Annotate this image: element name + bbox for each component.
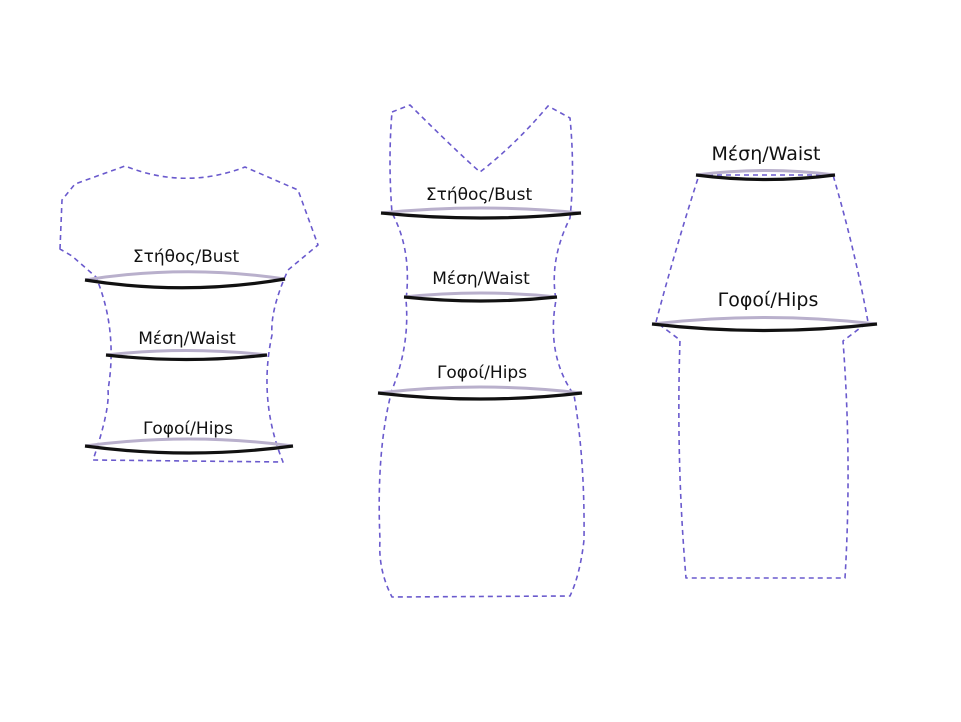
dress-hips-ring-front — [377, 391, 583, 401]
dress-waist-ring-back — [403, 291, 558, 299]
top-bust-ring-back — [84, 270, 286, 282]
skirt-hips-ring-front — [651, 322, 878, 333]
skirt-hips-label: Γοφοί/Hips — [718, 289, 819, 311]
dress-figure: Στήθος/Bust Μέση/Waist Γοφοί/Hips — [377, 104, 585, 598]
top-bust-ring-front — [84, 277, 286, 290]
dress-waist-ring-front — [403, 295, 558, 303]
dress-waist-label: Μέση/Waist — [432, 269, 530, 289]
top-waist-ring-back — [105, 349, 268, 357]
top-figure: Στήθος/Bust Μέση/Waist Γοφοί/Hips — [59, 165, 319, 463]
top-hips-label: Γοφοί/Hips — [143, 419, 233, 439]
top-bust-label: Στήθος/Bust — [133, 247, 240, 267]
dress-outline — [378, 104, 585, 598]
dress-bust-label: Στήθος/Bust — [426, 185, 533, 205]
dress-bust-ring-back — [380, 206, 582, 215]
top-outline — [59, 165, 319, 463]
dress-hips-ring-back — [377, 385, 583, 395]
skirt-outline — [655, 174, 869, 579]
dress-bust-ring-front — [380, 211, 582, 220]
skirt-waist-ring-back — [695, 169, 836, 177]
top-waist-ring-front — [105, 353, 268, 362]
dress-hips-label: Γοφοί/Hips — [437, 363, 527, 383]
skirt-hips-ring-back — [651, 316, 878, 326]
top-hips-ring-back — [84, 437, 294, 448]
skirt-waist-ring-front — [695, 173, 836, 182]
skirt-figure: Μέση/Waist Γοφοί/Hips — [651, 143, 878, 579]
top-hips-ring-front — [84, 444, 294, 455]
top-waist-label: Μέση/Waist — [138, 329, 236, 349]
skirt-waist-label: Μέση/Waist — [712, 143, 821, 165]
